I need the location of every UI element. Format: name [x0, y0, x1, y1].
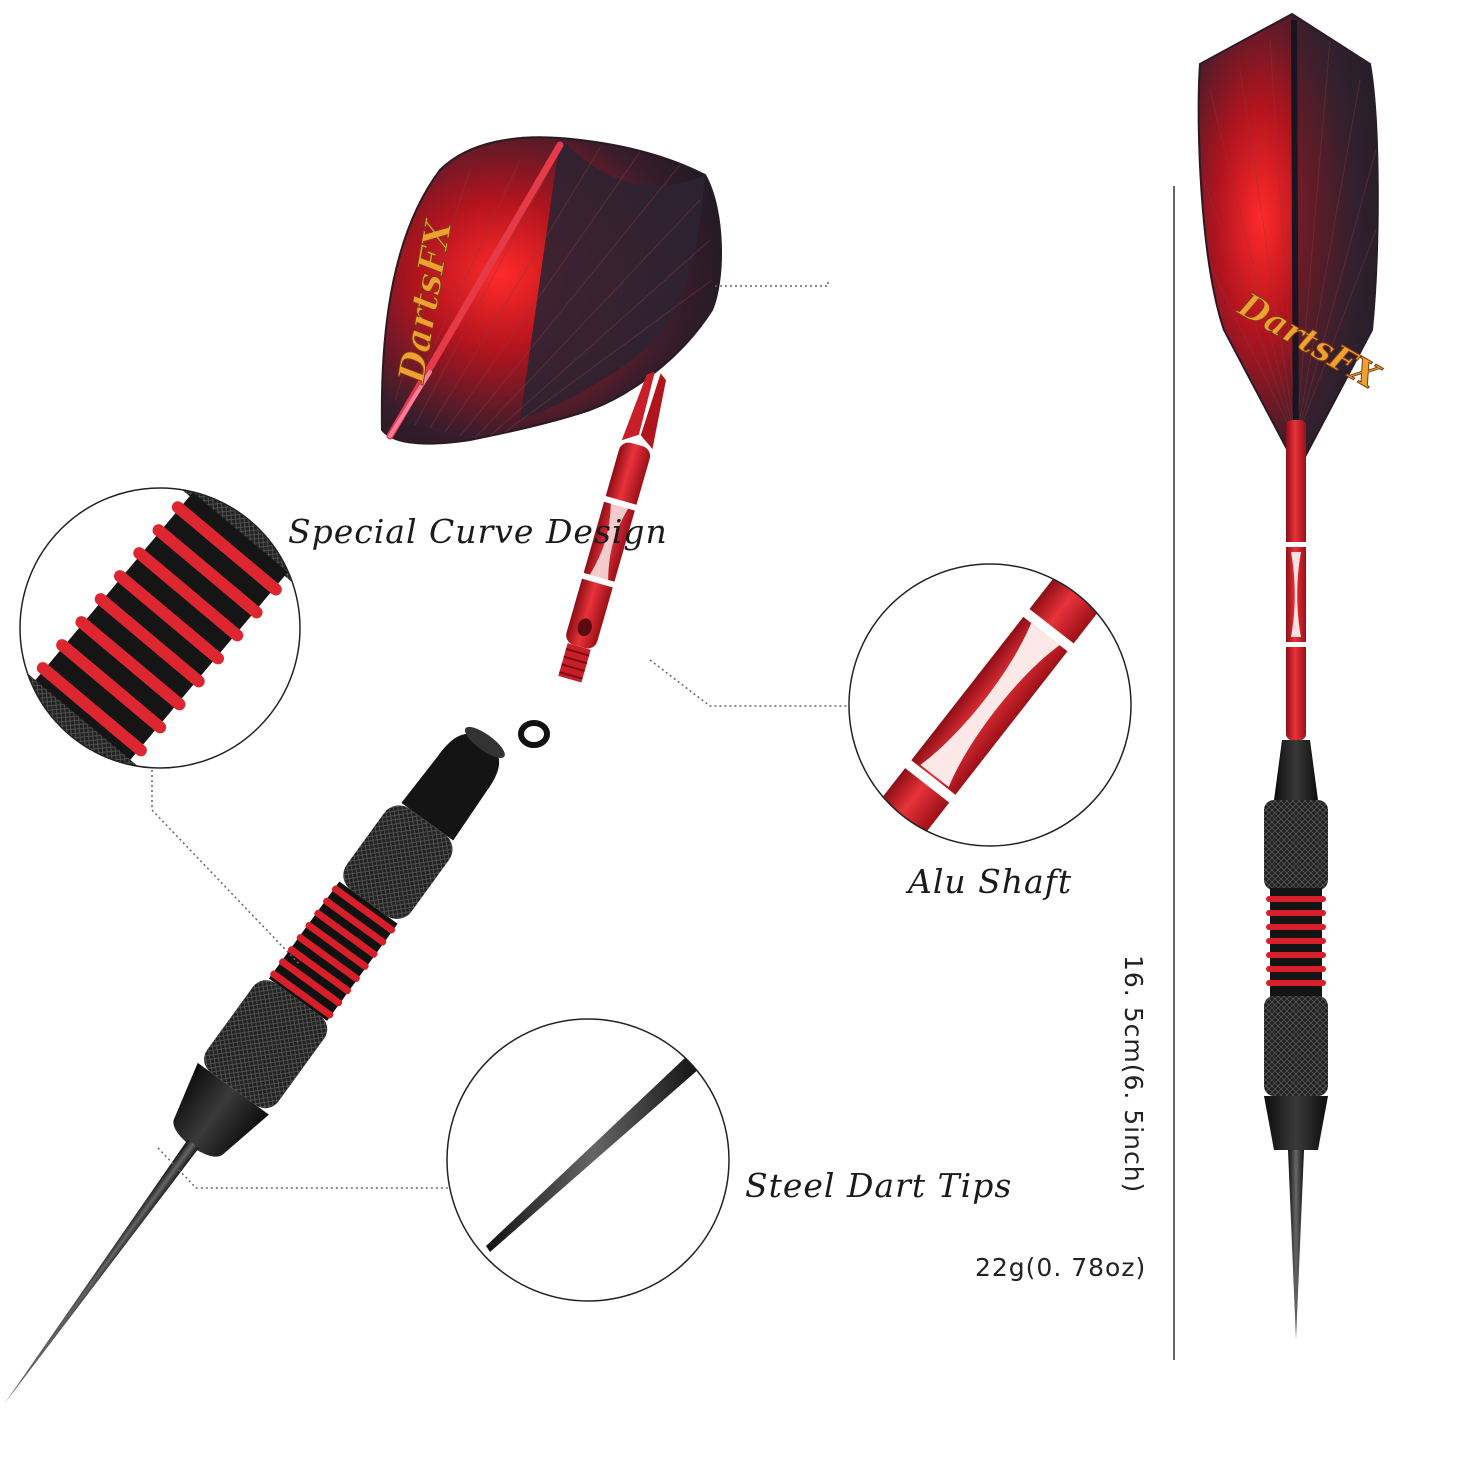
tip-callout-label: Steel Dart Tips: [745, 1166, 1013, 1205]
barrel-detail: [4, 726, 505, 1405]
flight-callout-label: Special Curve Design: [288, 512, 668, 551]
tip-zoom: [446, 1018, 730, 1302]
assembled-dart: DartsFX: [1197, 12, 1387, 1340]
curve-design-zoom: [19, 487, 301, 769]
shaft-callout-label: Alu Shaft: [908, 862, 1073, 901]
length-spec: 16. 5cm(6. 5inch): [1119, 955, 1148, 1194]
weight-spec: 22g(0. 78oz): [975, 1253, 1147, 1282]
shaft-detail: [518, 371, 666, 748]
flight-detail: DartsFX: [380, 136, 722, 445]
